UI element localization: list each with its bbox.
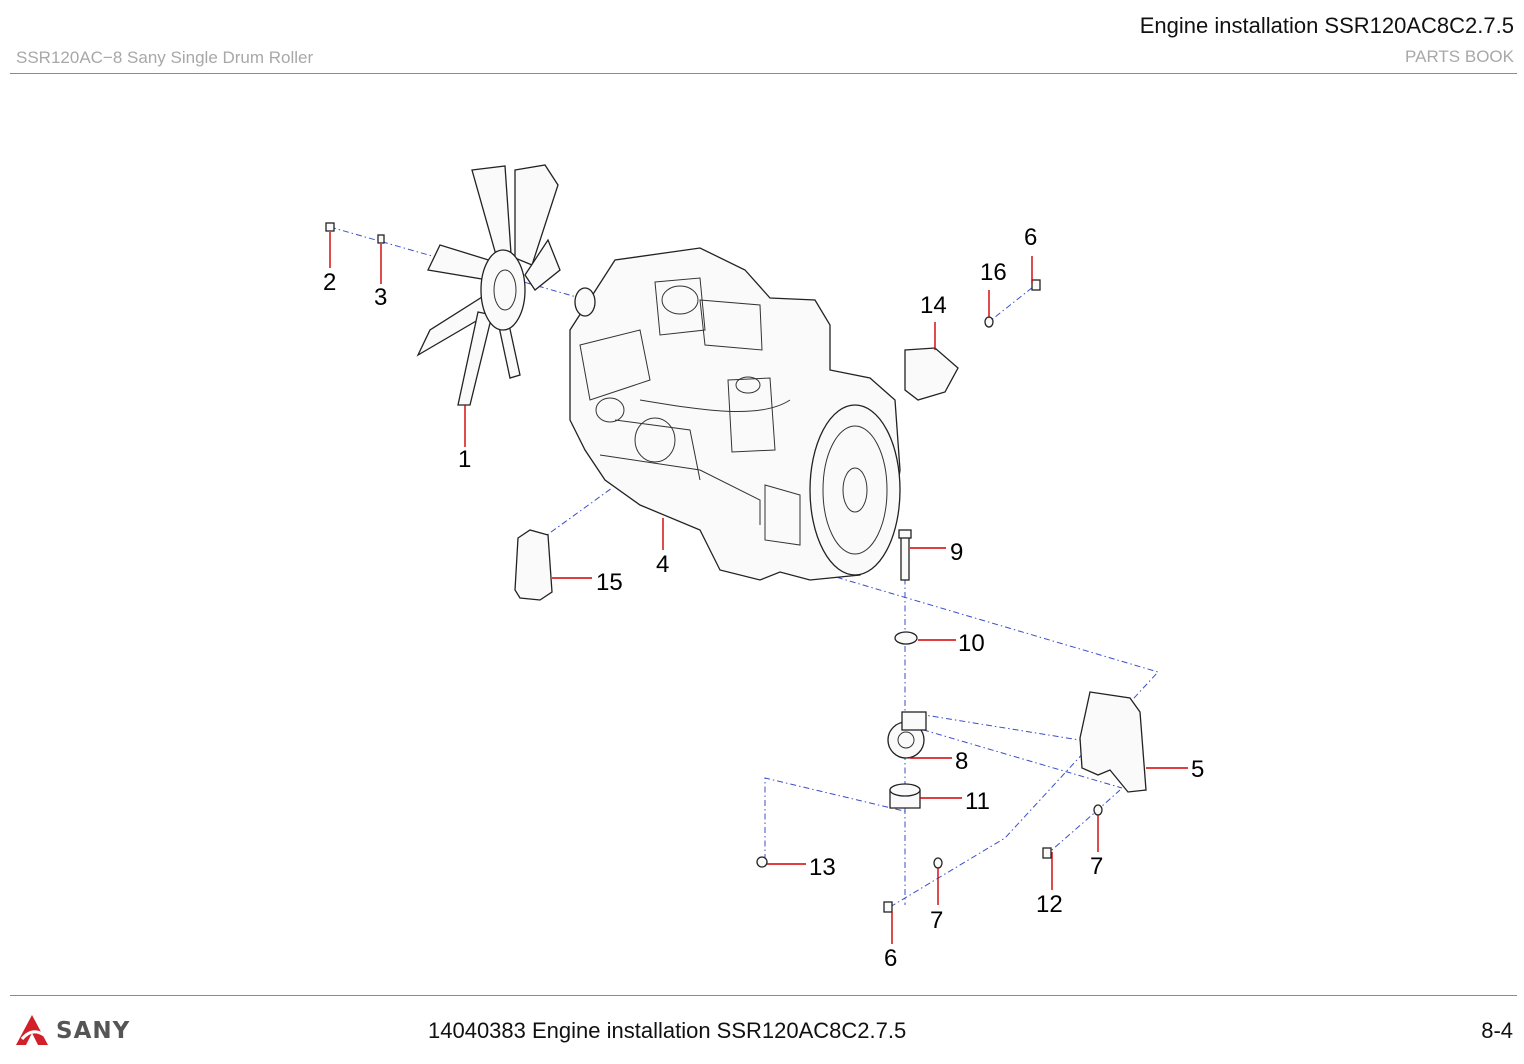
plate-15 [514, 529, 553, 601]
damper-11 [889, 783, 921, 809]
washer-10 [894, 631, 918, 645]
callout-leaders [329, 232, 1188, 944]
engine-assembly [569, 247, 901, 581]
callout-14: 14 [920, 292, 947, 319]
callout-13: 13 [809, 854, 836, 881]
callout-labels: 1 2 3 4 5 6 16 14 15 9 10 8 11 13 7 12 7… [323, 224, 1204, 972]
callout-9: 9 [950, 539, 963, 566]
callout-6: 6 [1024, 224, 1037, 251]
footer-caption: 14040383 Engine installation SSR120AC8C2… [428, 1018, 907, 1043]
callout-5: 5 [1191, 756, 1204, 783]
callout-16: 16 [980, 259, 1007, 286]
callout-8: 8 [955, 748, 968, 775]
book-label: PARTS BOOK [1405, 47, 1514, 66]
footer-divider [10, 995, 1517, 996]
fasteners [325, 222, 1103, 913]
callout-6b: 6 [884, 945, 897, 972]
callout-4: 4 [656, 551, 669, 578]
engine-fan [416, 164, 561, 406]
header-divider [10, 73, 1517, 74]
rubber-mount-8 [887, 711, 927, 759]
page-title: Engine installation SSR120AC8C2.7.5 [1139, 13, 1514, 38]
callout-10: 10 [958, 630, 985, 657]
sany-logo: SANY [14, 1013, 130, 1049]
callout-7: 7 [930, 907, 943, 934]
machine-model: SSR120AC−8 Sany Single Drum Roller [16, 48, 314, 67]
callout-2: 2 [323, 269, 336, 296]
bracket-14 [904, 347, 959, 401]
callout-1: 1 [458, 446, 471, 473]
callout-15: 15 [596, 569, 623, 596]
callout-3: 3 [374, 284, 387, 311]
sany-logo-icon [16, 1015, 48, 1045]
callout-7b: 7 [1090, 853, 1103, 880]
callout-12: 12 [1036, 891, 1063, 918]
brand-name: SANY [56, 1018, 131, 1044]
callout-11: 11 [965, 788, 990, 815]
bracket-5 [1079, 691, 1147, 793]
bolt-9 [898, 529, 912, 581]
page-number: 8-4 [1481, 1018, 1513, 1043]
